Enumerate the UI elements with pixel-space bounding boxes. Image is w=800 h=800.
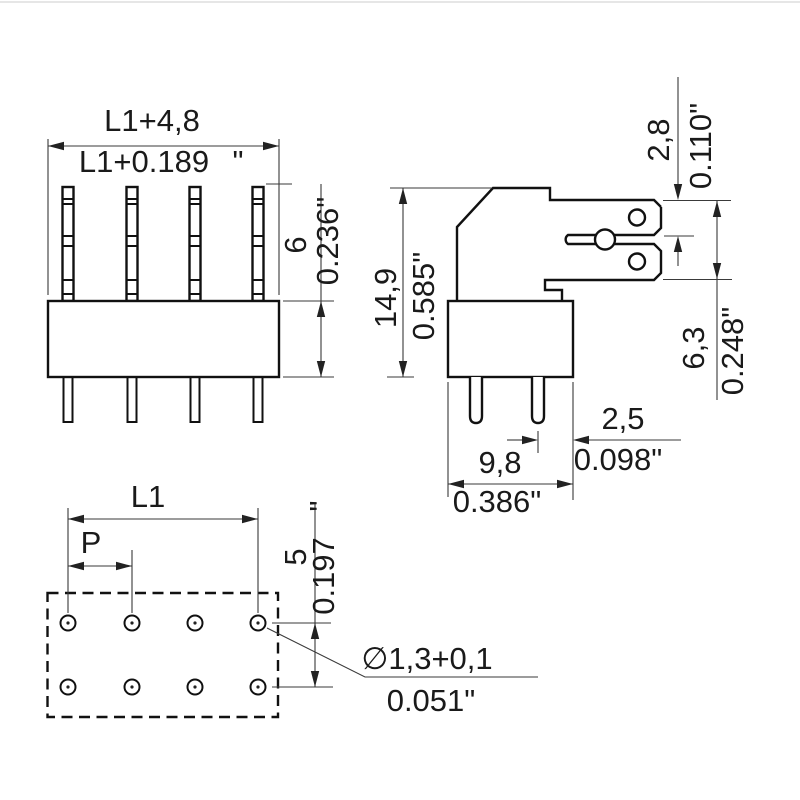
dim-front-width-inch: L1+0.189 [79,144,209,179]
side-view [446,186,663,425]
dim-tab-span-inch: 0.248" [715,307,750,396]
side-view-dimensions: 14,9 0.585" 2,8 0.110" 6,3 0.248" 2,5 0.… [368,77,750,519]
dim-depth-mm: 9,8 [478,445,521,480]
pin [189,376,201,423]
pin [126,376,138,423]
slot-end [564,233,596,246]
bracket-outline [455,186,662,301]
dim-pin-edge-mm: 2,5 [601,401,644,436]
blade [61,185,75,303]
dim-pin-edge-inch: 0.098" [574,442,663,477]
blade [251,185,265,303]
dim-front-height-mm: 6 [278,236,313,253]
pcb-outline [46,591,280,719]
dim-front-height-inch: 0.236" [310,197,345,286]
hole [59,678,77,696]
housing-body-front [46,299,281,379]
hole [186,614,204,632]
pin [62,376,74,423]
blade [125,185,139,303]
slot-circle [593,228,617,251]
dim-tab-top-mm: 2,8 [641,118,676,161]
dim-row-inch: 0.197 [306,537,341,615]
dim-pitch: P [81,525,102,560]
footprint-view [46,591,280,719]
blade [188,185,202,303]
front-view-dimensions: L1+4,8 L1+0.189 " 6 0.236" [47,103,345,378]
dim-front-width-inch-mark: " [232,144,243,179]
dim-row-inch-mark: " [303,500,338,511]
dim-hole-mm: ∅1,3+0,1 [361,641,492,676]
hole [249,678,267,696]
pin [252,376,264,423]
pin [530,377,546,425]
hole [123,678,141,696]
dim-l1: L1 [131,479,165,514]
dim-row-mm: 5 [278,548,313,565]
hole [123,614,141,632]
dim-side-height-mm: 14,9 [368,268,403,328]
hole-leader-line [266,627,538,678]
dim-tab-top-inch: 0.110" [683,103,718,189]
upper-tab-edge [614,207,663,237]
hole [186,678,204,696]
dim-depth-inch: 0.386" [453,484,542,519]
dim-side-height-inch: 0.585" [406,252,441,341]
tab-hole-upper [627,208,647,227]
tab-hole-lower [627,252,647,271]
pin [468,377,484,425]
housing-body-side [446,299,575,379]
lower-tab-edge [543,242,663,301]
footprint-dimensions: L1 P 5 0.197 " ∅1,3+0,1 0.051" [67,479,538,718]
dim-front-width-mm: L1+4,8 [104,103,200,138]
front-view [46,185,281,423]
hole [249,614,267,632]
hole [59,614,77,632]
dim-tab-span-mm: 6,3 [676,326,711,369]
dim-hole-inch: 0.051" [387,683,476,718]
